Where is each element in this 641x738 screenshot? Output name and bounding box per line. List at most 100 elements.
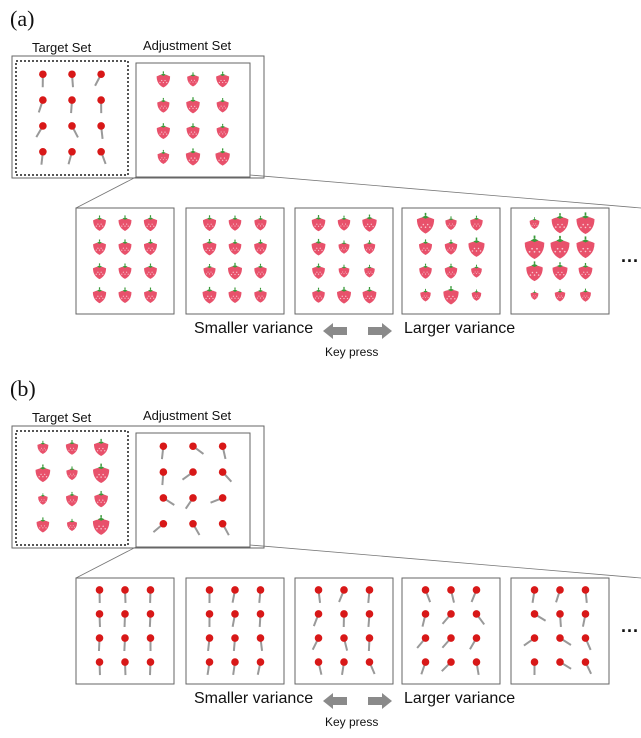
- lollipop-icon: [340, 634, 349, 651]
- lollipop-icon: [39, 147, 47, 165]
- lollipop-icon: [441, 610, 455, 625]
- strawberry-icon: [66, 518, 78, 531]
- strawberry-icon: [443, 286, 459, 305]
- strawberry-icon: [186, 123, 200, 139]
- strawberry-icon: [551, 213, 569, 234]
- strawberry-icon: [312, 287, 325, 303]
- lollipop-icon: [121, 634, 129, 652]
- target-set-box: [15, 60, 129, 176]
- lollipop-icon: [256, 658, 265, 675]
- strawberry-icon: [35, 464, 51, 483]
- lollipop-icon: [159, 468, 168, 486]
- strawberry-icon: [362, 286, 377, 304]
- lollipop-icon: [205, 586, 214, 603]
- adjustment-set-box: [135, 62, 251, 178]
- lollipop-icon: [146, 634, 155, 652]
- lollipop-icon: [421, 610, 430, 627]
- larger-variance-label: Larger variance: [404, 320, 516, 337]
- arrow-right-icon: [368, 323, 392, 339]
- adjustment-set-label: Adjustment Set: [143, 38, 232, 53]
- target-set-label: Target Set: [32, 410, 92, 425]
- lollipop-icon: [556, 634, 572, 646]
- lollipop-icon: [35, 122, 47, 138]
- strawberry-icon: [419, 239, 433, 255]
- keypress-label: Key press: [325, 715, 379, 729]
- lollipop-icon: [37, 96, 47, 113]
- strawberry-icon: [311, 215, 326, 232]
- strawberry-icon: [93, 239, 106, 255]
- strawberry-icon: [92, 515, 110, 535]
- strawberry-icon: [216, 71, 230, 88]
- strawberry-icon: [444, 239, 458, 255]
- strawberry-icon: [156, 71, 171, 88]
- strawberry-icon: [468, 237, 485, 257]
- lollipop-icon: [152, 519, 168, 533]
- lollipop-icon: [218, 519, 230, 536]
- strawberry-icon: [362, 214, 377, 232]
- lollipop-icon: [581, 634, 592, 651]
- arrow-left-icon: [323, 323, 347, 339]
- lollipop-icon: [231, 610, 239, 627]
- lollipop-icon: [146, 610, 155, 628]
- strawberry-icon: [338, 264, 350, 278]
- strawberry-icon: [66, 466, 78, 481]
- lollipop-icon: [365, 610, 374, 628]
- stimulus-frame: [11, 55, 265, 179]
- strawberry-icon: [228, 215, 242, 231]
- lollipop-icon: [181, 468, 197, 481]
- strawberry-icon: [143, 215, 158, 232]
- lollipop-icon: [121, 586, 129, 603]
- strawberry-icon: [445, 216, 457, 230]
- lollipop-icon: [581, 658, 593, 675]
- strawberry-icon: [144, 287, 157, 303]
- strawberry-icon: [202, 286, 217, 304]
- stimulus-frame: [11, 425, 265, 549]
- strawberry-icon: [254, 287, 267, 303]
- panel-label: (b): [10, 376, 36, 401]
- lollipop-icon: [231, 658, 239, 676]
- lollipop-icon: [218, 468, 233, 483]
- lollipop-icon: [581, 586, 590, 603]
- lollipop-icon: [447, 586, 455, 603]
- lollipop-icon: [231, 634, 239, 652]
- larger-variance-label: Larger variance: [404, 690, 516, 707]
- strawberry-icon: [216, 98, 229, 113]
- lollipop-icon: [95, 634, 104, 652]
- lollipop-icon: [68, 96, 76, 114]
- lollipop-icon: [470, 586, 481, 603]
- target-set-label: Target Set: [32, 40, 92, 55]
- lollipop-icon: [338, 586, 348, 603]
- arrow-left-icon: [323, 693, 347, 709]
- strawberry-icon: [118, 239, 132, 255]
- strawberry-icon: [36, 517, 50, 533]
- lollipop-icon: [159, 442, 168, 460]
- strawberry-icon: [38, 493, 48, 505]
- lollipop-icon: [421, 586, 432, 603]
- lollipop-icon: [530, 586, 539, 603]
- lollipop-icon: [231, 586, 239, 603]
- lollipop-icon: [189, 519, 201, 536]
- strawberry-icon: [312, 263, 325, 279]
- arrow-right-icon: [368, 693, 392, 709]
- lollipop-icon: [416, 634, 430, 649]
- ellipsis: ...: [621, 616, 640, 636]
- panel-label: (a): [10, 6, 35, 31]
- lollipop-icon: [340, 610, 348, 628]
- strawberry-icon: [185, 148, 201, 166]
- target-set-box: [15, 430, 129, 546]
- strawberry-icon: [311, 238, 326, 256]
- lollipop-icon: [184, 494, 197, 510]
- lollipop-icon: [121, 658, 129, 676]
- strawberry-icon: [202, 215, 217, 232]
- lollipop-icon: [441, 634, 455, 649]
- lollipop-icon: [256, 586, 265, 603]
- lollipop-icon: [530, 658, 539, 676]
- lollipop-icon: [97, 122, 105, 139]
- strawberry-icon: [144, 263, 157, 279]
- lollipop-icon: [472, 658, 481, 676]
- strawberry-icon: [118, 215, 132, 231]
- strawberry-icon: [216, 123, 229, 139]
- strawberry-icon: [118, 263, 132, 279]
- ellipsis: ...: [621, 246, 640, 266]
